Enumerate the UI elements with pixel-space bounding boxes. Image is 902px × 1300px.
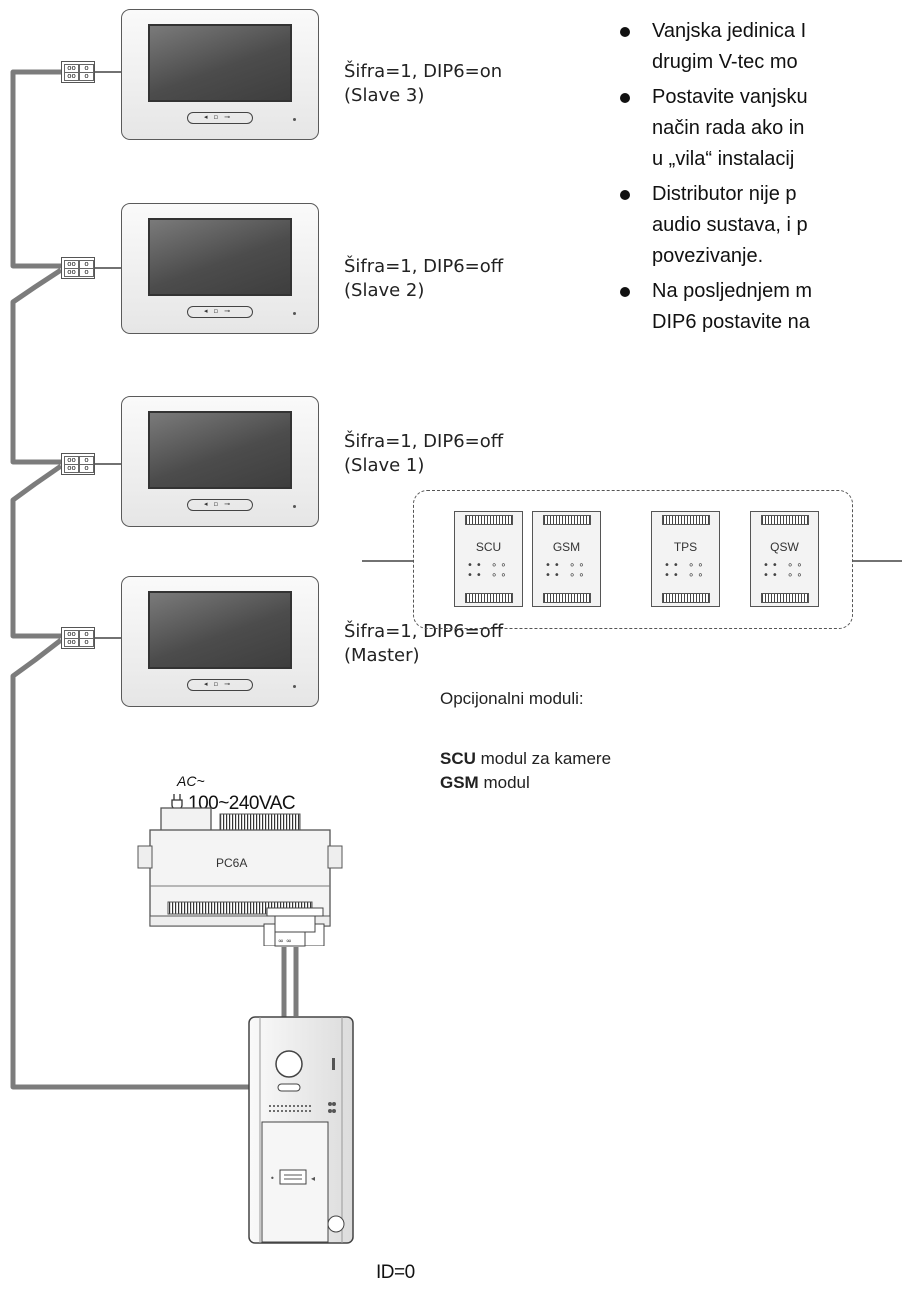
door-station-id: ID=0 bbox=[376, 1262, 415, 1283]
camera-lens bbox=[275, 1050, 303, 1078]
monitor-slave3: ◂▫⊸ bbox=[121, 9, 319, 140]
monitor-label-slave3: Šifra=1, DIP6=on (Slave 3) bbox=[344, 60, 502, 108]
note-line: Postavite vanjsku bbox=[620, 82, 902, 113]
monitor-slave2: ◂▫⊸ bbox=[121, 203, 319, 334]
monitor-label-slave2: Šifra=1, DIP6=off (Slave 2) bbox=[344, 255, 503, 303]
module-description: modul bbox=[478, 773, 530, 792]
note-line: povezivanje. bbox=[652, 245, 764, 267]
module-leds: •• ∘∘•• ∘∘ bbox=[467, 560, 510, 581]
module-leds: •• ∘∘•• ∘∘ bbox=[545, 560, 588, 581]
module-tps: TPS •• ∘∘•• ∘∘ bbox=[651, 511, 720, 607]
bullet-icon bbox=[620, 287, 630, 297]
module-vent bbox=[662, 593, 710, 603]
monitor-label-master: Šifra=1, DIP6=off (Master) bbox=[344, 620, 503, 668]
monitor-button-bar: ◂▫⊸ bbox=[187, 499, 253, 511]
output-terminal: ∞ ∞ bbox=[266, 907, 324, 947]
module-name: QSW bbox=[770, 540, 799, 554]
monitor-led bbox=[293, 505, 296, 508]
monitor-role: (Slave 2) bbox=[344, 280, 425, 301]
optional-module-line: SCU modul za kamere bbox=[440, 749, 611, 769]
optional-module-line: GSM modul bbox=[440, 773, 530, 793]
note-line: način rada ako in bbox=[652, 117, 805, 139]
monitor-led bbox=[293, 118, 296, 121]
note-line: Distributor nije p bbox=[620, 179, 902, 210]
note-line: DIP6 postavite na bbox=[652, 311, 810, 333]
monitor-master: ◂▫⊸ bbox=[121, 576, 319, 707]
module-vent bbox=[465, 515, 513, 525]
installation-notes: Vanjska jedinica I drugim V-tec mo Posta… bbox=[620, 16, 902, 342]
door-station: •◂ bbox=[248, 1016, 354, 1244]
module-leds: •• ∘∘•• ∘∘ bbox=[664, 560, 707, 581]
optional-modules-title: Opcijonalni moduli: bbox=[440, 689, 584, 708]
wire-slave3-slave2 bbox=[10, 69, 61, 269]
wire-slave2-slave1 bbox=[10, 267, 63, 465]
bullet-icon bbox=[620, 27, 630, 37]
module-qsw: QSW •• ∘∘•• ∘∘ bbox=[750, 511, 819, 607]
monitor-setting: Šifra=1, DIP6=off bbox=[344, 431, 504, 452]
module-name: SCU bbox=[475, 540, 502, 554]
monitor-button-bar: ◂▫⊸ bbox=[187, 112, 253, 124]
note-line: Na posljednjem m bbox=[620, 276, 902, 307]
monitor-button-bar: ◂▫⊸ bbox=[187, 306, 253, 318]
pc6a-label: PC6A bbox=[216, 856, 248, 870]
monitor-setting: Šifra=1, DIP6=off bbox=[344, 621, 504, 642]
module-code: SCU bbox=[440, 749, 476, 768]
bullet-icon bbox=[620, 190, 630, 200]
monitor-role: (Slave 1) bbox=[344, 455, 425, 476]
module-vent bbox=[543, 593, 591, 603]
monitor-role: (Master) bbox=[344, 645, 420, 666]
monitor-setting: Šifra=1, DIP6=on bbox=[344, 61, 503, 82]
note-line: drugim V-tec mo bbox=[652, 51, 798, 73]
plug-icon bbox=[171, 794, 183, 816]
module-vent bbox=[761, 515, 809, 525]
note-line: u „vila“ instalacij bbox=[652, 148, 795, 170]
monitor-button-bar: ◂▫⊸ bbox=[187, 679, 253, 691]
module-name: GSM bbox=[552, 540, 581, 554]
svg-text:◂: ◂ bbox=[311, 1174, 315, 1183]
monitor-label-slave1: Šifra=1, DIP6=off (Slave 1) bbox=[344, 430, 503, 478]
bullet-icon bbox=[620, 93, 630, 103]
voltage-label: 100~240VAC bbox=[188, 793, 296, 814]
note-line: audio sustava, i p bbox=[652, 214, 808, 236]
module-name: TPS bbox=[673, 540, 698, 554]
module-description: modul za kamere bbox=[475, 749, 612, 768]
module-vent bbox=[662, 515, 710, 525]
wire-slave1-master bbox=[10, 463, 63, 639]
monitor-led bbox=[293, 685, 296, 688]
module-scu: SCU •• ∘∘•• ∘∘ bbox=[454, 511, 523, 607]
optional-modules-box bbox=[413, 490, 853, 629]
monitor-screen bbox=[148, 218, 292, 296]
module-code: GSM bbox=[440, 773, 479, 792]
module-leds: •• ∘∘•• ∘∘ bbox=[763, 560, 806, 581]
note-line: Vanjska jedinica I bbox=[620, 16, 902, 47]
module-vent bbox=[543, 515, 591, 525]
svg-text:•: • bbox=[270, 1174, 275, 1183]
monitor-slave1: ◂▫⊸ bbox=[121, 396, 319, 527]
monitor-setting: Šifra=1, DIP6=off bbox=[344, 256, 504, 277]
pc6a-distributor bbox=[137, 807, 343, 946]
call-button bbox=[279, 1169, 307, 1185]
module-vent bbox=[465, 593, 513, 603]
monitor-led bbox=[293, 312, 296, 315]
monitor-screen bbox=[148, 411, 292, 489]
module-gsm: GSM •• ∘∘•• ∘∘ bbox=[532, 511, 601, 607]
ac-label: AC~ bbox=[177, 773, 205, 789]
monitor-role: (Slave 3) bbox=[344, 85, 425, 106]
monitor-screen bbox=[148, 24, 292, 102]
svg-text:∞ ∞: ∞ ∞ bbox=[278, 937, 292, 945]
module-vent bbox=[761, 593, 809, 603]
monitor-screen bbox=[148, 591, 292, 669]
